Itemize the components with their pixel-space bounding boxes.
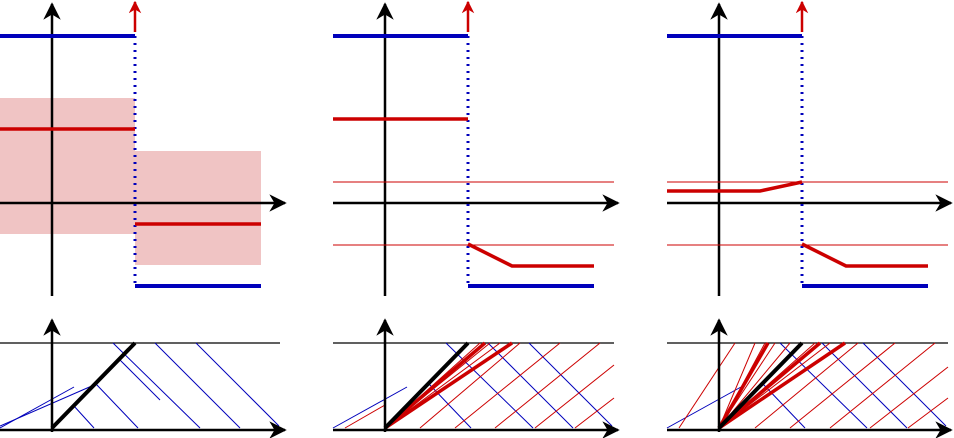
red-fan-edge-3 [718,341,846,430]
red-right-profile [801,242,928,268]
panel-1 [0,0,287,438]
panel-2 [332,0,620,438]
red-fan-edge-1 [383,341,487,430]
bottom-plot-3 [666,318,953,438]
panel-3 [666,0,953,438]
shock-line [383,341,470,430]
bottom-plot-2 [332,318,620,438]
red-fan-edge-2 [717,341,822,430]
bottom-plot-1 [0,318,287,438]
shock-line [50,341,137,430]
shaded-region-right [135,151,261,265]
red-left-profile [667,180,803,193]
shock-line [717,341,804,430]
red-right-profile [467,242,594,268]
shaded-region-left [0,98,135,234]
red-fan-edge-1 [717,342,770,429]
red-fan-edge-2 [384,341,513,430]
